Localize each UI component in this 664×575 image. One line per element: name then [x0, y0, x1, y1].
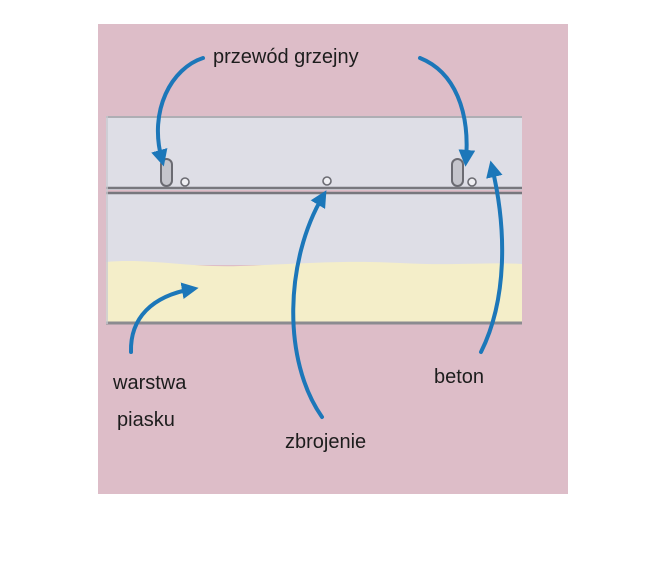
sand-layer: [106, 261, 522, 322]
curved-arrow-icon: [151, 56, 205, 167]
sand-layer-label-line1: warstwa: [113, 372, 187, 394]
curved-arrow-icon: [128, 282, 199, 354]
sand-layer-label-line2: piasku: [117, 409, 175, 431]
reinforcement-label: zbrojenie: [285, 431, 367, 453]
curved-arrow-icon: [479, 160, 505, 354]
concrete-layer-bottom: [106, 193, 522, 265]
curved-arrow-icon: [418, 56, 476, 167]
concrete-label: beton: [434, 366, 485, 388]
curved-arrow-icon: [291, 190, 327, 419]
rebar-dot-icon: [322, 176, 332, 186]
heating-cable-label: przewód grzejny: [213, 46, 359, 68]
